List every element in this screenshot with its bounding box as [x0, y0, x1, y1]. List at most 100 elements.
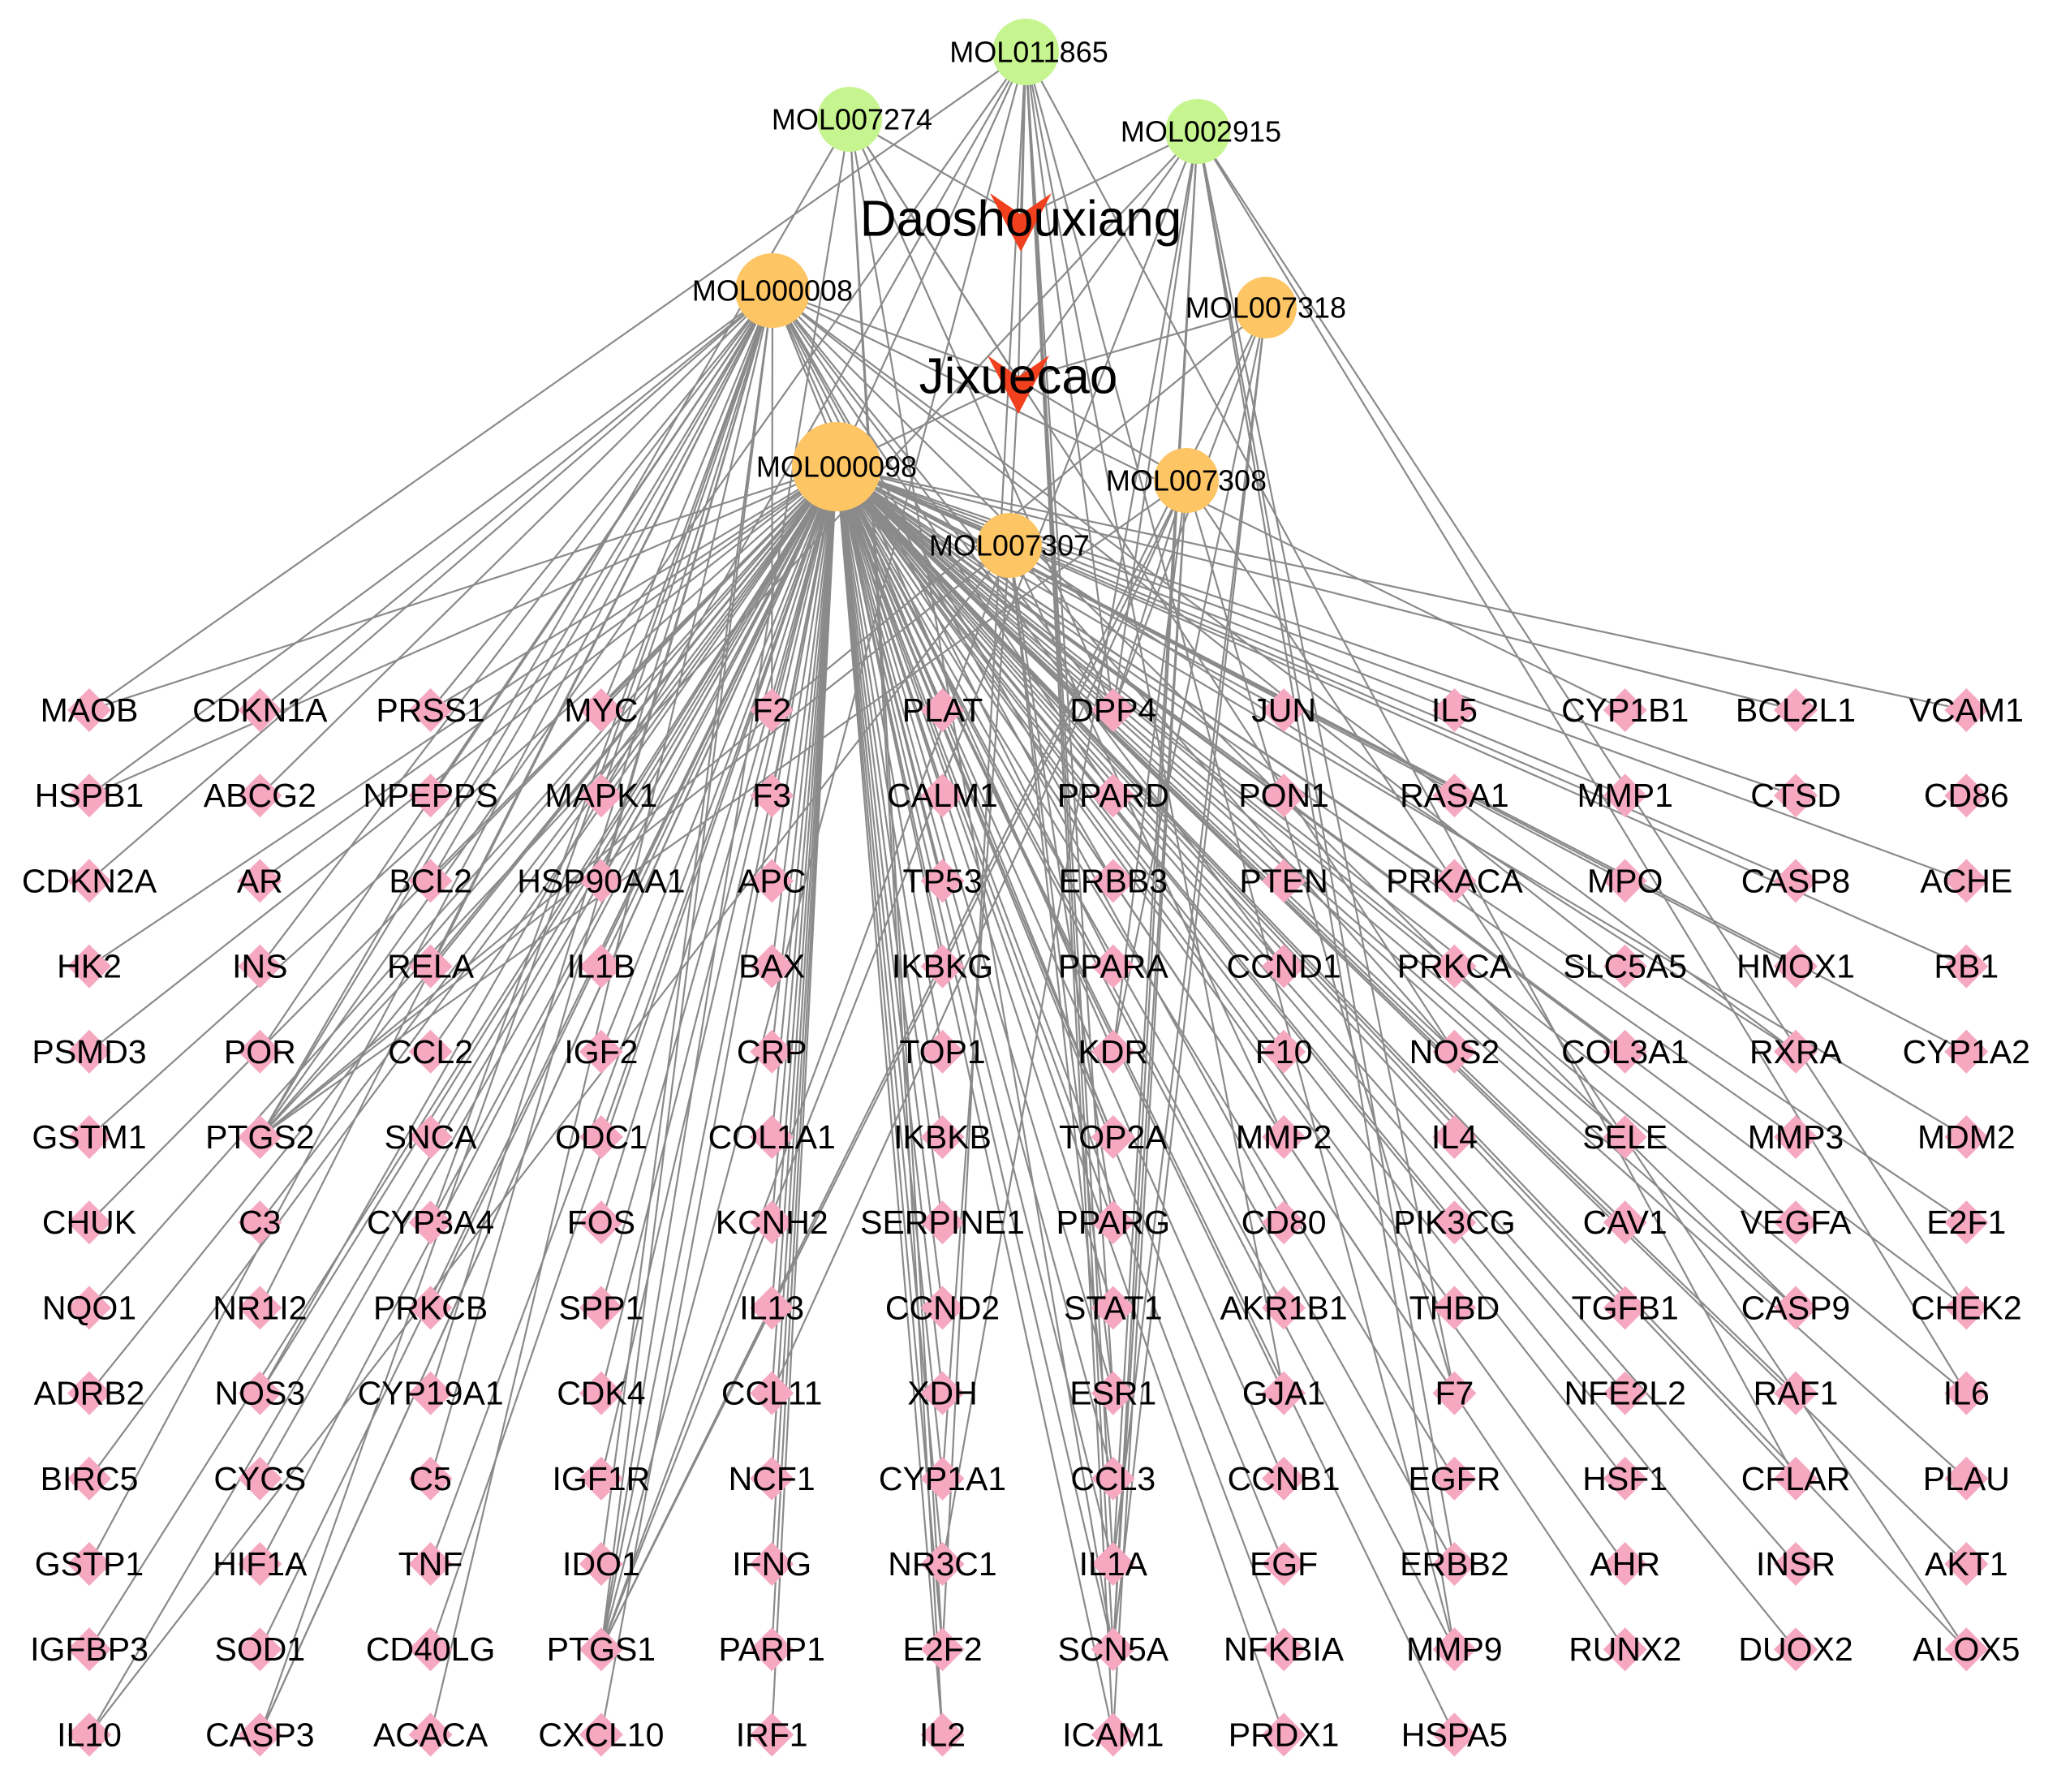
- target-node-xdh[interactable]: XDH: [907, 1371, 978, 1415]
- target-node-f10[interactable]: F10: [1255, 1029, 1313, 1074]
- target-node-sod1[interactable]: SOD1: [214, 1627, 305, 1672]
- target-node-cyp1a1[interactable]: CYP1A1: [879, 1456, 1006, 1501]
- target-node-plat[interactable]: PLAT: [902, 688, 983, 732]
- target-node-npepps[interactable]: NPEPPS: [363, 773, 498, 818]
- target-node-cd86[interactable]: CD86: [1924, 773, 2009, 818]
- target-node-psmd3[interactable]: PSMD3: [32, 1029, 147, 1074]
- target-node-parp1[interactable]: PARP1: [718, 1627, 825, 1672]
- target-node-rb1[interactable]: RB1: [1934, 944, 1999, 989]
- target-node-chek2[interactable]: CHEK2: [1911, 1286, 2022, 1330]
- target-node-vcam1[interactable]: VCAM1: [1909, 688, 2024, 732]
- target-node-bcl2l1[interactable]: BCL2L1: [1736, 688, 1856, 732]
- target-node-casp3[interactable]: CASP3: [205, 1712, 315, 1757]
- target-node-egf[interactable]: EGF: [1250, 1542, 1318, 1586]
- ingredient-node-mol007307[interactable]: MOL007307: [929, 513, 1090, 578]
- target-node-sele[interactable]: SELE: [1582, 1115, 1668, 1159]
- ingredient-node-mol007274[interactable]: MOL007274: [772, 87, 932, 152]
- target-node-e2f2[interactable]: E2F2: [903, 1627, 983, 1672]
- target-node-prss1[interactable]: PRSS1: [376, 688, 485, 732]
- target-node-nfe2l2[interactable]: NFE2L2: [1564, 1371, 1686, 1415]
- target-node-il5[interactable]: IL5: [1431, 688, 1478, 732]
- target-node-c5[interactable]: C5: [408, 1456, 453, 1501]
- target-node-nqo1[interactable]: NQO1: [42, 1286, 136, 1330]
- target-node-pten[interactable]: PTEN: [1239, 859, 1328, 903]
- target-node-e2f1[interactable]: E2F1: [1926, 1200, 2006, 1245]
- target-node-cdk4[interactable]: CDK4: [557, 1371, 646, 1415]
- target-node-erbb3[interactable]: ERBB3: [1059, 859, 1168, 903]
- target-node-stat1[interactable]: STAT1: [1064, 1286, 1163, 1330]
- target-node-top1[interactable]: TOP1: [899, 1029, 986, 1074]
- target-node-f2[interactable]: F2: [750, 688, 794, 732]
- target-node-tp53[interactable]: TP53: [903, 859, 983, 903]
- target-node-odc1[interactable]: ODC1: [555, 1115, 648, 1159]
- ingredient-node-mol007308[interactable]: MOL007308: [1106, 448, 1267, 513]
- target-node-f7[interactable]: F7: [1432, 1371, 1477, 1415]
- target-node-crp[interactable]: CRP: [737, 1029, 807, 1074]
- target-node-ccl2[interactable]: CCL2: [388, 1029, 473, 1074]
- target-node-plau[interactable]: PLAU: [1923, 1456, 2010, 1501]
- target-node-cyp19a1[interactable]: CYP19A1: [358, 1371, 504, 1415]
- target-node-maob[interactable]: MAOB: [41, 688, 139, 732]
- target-node-ins[interactable]: INS: [232, 944, 287, 989]
- target-node-ccnd2[interactable]: CCND2: [885, 1286, 1000, 1330]
- target-node-insr[interactable]: INSR: [1756, 1542, 1835, 1586]
- target-node-rasa1[interactable]: RASA1: [1400, 773, 1509, 818]
- target-node-mpo[interactable]: MPO: [1587, 859, 1663, 903]
- target-node-slc5a5[interactable]: SLC5A5: [1563, 944, 1687, 989]
- target-node-ache[interactable]: ACHE: [1920, 859, 2012, 903]
- target-node-irf1[interactable]: IRF1: [736, 1712, 808, 1757]
- target-node-por[interactable]: POR: [224, 1029, 296, 1074]
- target-node-ccl11[interactable]: CCL11: [721, 1371, 823, 1415]
- target-node-serpine1[interactable]: SERPINE1: [860, 1200, 1025, 1245]
- target-node-ido1[interactable]: IDO1: [562, 1542, 640, 1586]
- target-node-ccnb1[interactable]: CCNB1: [1228, 1456, 1340, 1501]
- target-node-tgfb1[interactable]: TGFB1: [1572, 1286, 1679, 1330]
- target-node-bcl2[interactable]: BCL2: [389, 859, 472, 903]
- target-node-cyp3a4[interactable]: CYP3A4: [367, 1200, 494, 1245]
- target-node-ifng[interactable]: IFNG: [732, 1542, 811, 1586]
- target-node-nfkbia[interactable]: NFKBIA: [1224, 1627, 1345, 1672]
- ingredient-node-mol007318[interactable]: MOL007318: [1186, 277, 1346, 338]
- target-node-erbb2[interactable]: ERBB2: [1400, 1542, 1509, 1586]
- target-node-dpp4[interactable]: DPP4: [1069, 688, 1156, 732]
- target-node-akr1b1[interactable]: AKR1B1: [1220, 1286, 1348, 1330]
- target-node-duox2[interactable]: DUOX2: [1738, 1627, 1853, 1672]
- target-node-igf2[interactable]: IGF2: [564, 1029, 638, 1074]
- target-node-il6[interactable]: IL6: [1943, 1371, 1990, 1415]
- target-node-myc[interactable]: MYC: [564, 688, 638, 732]
- target-node-ar[interactable]: AR: [237, 859, 283, 903]
- target-node-prkcb[interactable]: PRKCB: [373, 1286, 488, 1330]
- target-node-mmp1[interactable]: MMP1: [1577, 773, 1673, 818]
- target-node-ptgs1[interactable]: PTGS1: [547, 1627, 656, 1672]
- target-node-rxra[interactable]: RXRA: [1749, 1029, 1843, 1074]
- target-node-nr1i2[interactable]: NR1I2: [213, 1286, 307, 1330]
- target-node-chuk[interactable]: CHUK: [42, 1200, 136, 1245]
- target-node-cd80[interactable]: CD80: [1242, 1200, 1327, 1245]
- target-node-prkca[interactable]: PRKCA: [1397, 944, 1513, 989]
- target-node-igf1r[interactable]: IGF1R: [553, 1456, 651, 1501]
- ingredient-node-mol011865[interactable]: MOL011865: [949, 19, 1108, 85]
- target-node-cyp1a2[interactable]: CYP1A2: [1903, 1029, 2030, 1074]
- target-node-adrb2[interactable]: ADRB2: [34, 1371, 145, 1415]
- target-node-hif1a[interactable]: HIF1A: [213, 1542, 308, 1586]
- target-node-il13[interactable]: IL13: [739, 1286, 804, 1330]
- target-node-igfbp3[interactable]: IGFBP3: [30, 1627, 148, 1672]
- target-node-il1b[interactable]: IL1B: [567, 944, 635, 989]
- target-node-il1a[interactable]: IL1A: [1079, 1542, 1148, 1586]
- target-node-top2a[interactable]: TOP2A: [1059, 1115, 1168, 1159]
- target-node-birc5[interactable]: BIRC5: [41, 1456, 139, 1501]
- target-node-cav1[interactable]: CAV1: [1583, 1200, 1668, 1245]
- herb-node-daoshouxiang[interactable]: Daoshouxiang: [860, 192, 1181, 252]
- target-node-vegfa[interactable]: VEGFA: [1741, 1200, 1852, 1245]
- target-node-ppard[interactable]: PPARD: [1057, 773, 1169, 818]
- target-node-runx2[interactable]: RUNX2: [1569, 1627, 1681, 1672]
- target-node-alox5[interactable]: ALOX5: [1913, 1627, 2020, 1672]
- target-node-casp8[interactable]: CASP8: [1741, 859, 1850, 903]
- target-node-raf1[interactable]: RAF1: [1754, 1371, 1839, 1415]
- target-node-jun[interactable]: JUN: [1251, 688, 1316, 732]
- target-node-f3[interactable]: F3: [750, 773, 794, 818]
- target-node-nos3[interactable]: NOS3: [214, 1371, 305, 1415]
- target-node-scn5a[interactable]: SCN5A: [1057, 1627, 1169, 1672]
- target-node-mapk1[interactable]: MAPK1: [544, 773, 657, 818]
- target-node-hspb1[interactable]: HSPB1: [35, 773, 144, 818]
